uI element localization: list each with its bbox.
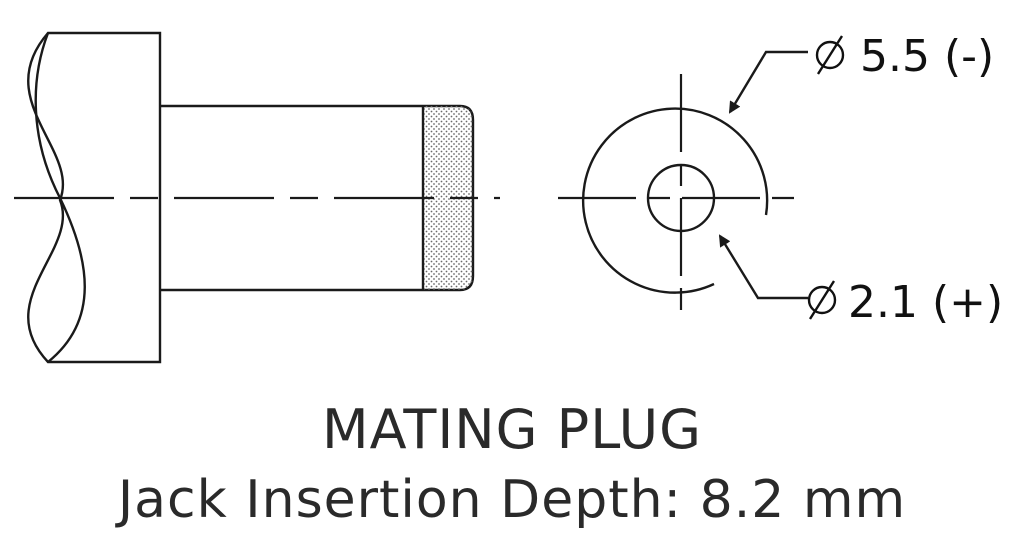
diameter-icon <box>815 35 845 75</box>
diagram-title: MATING PLUG <box>322 398 702 461</box>
outer-diameter-circle <box>582 107 769 294</box>
plug-end-view <box>558 74 800 312</box>
plug-tip-hatch <box>423 106 473 290</box>
outer-diameter-label: 5.5 (-) <box>860 31 994 82</box>
outer-leader-line <box>728 50 808 114</box>
inner-leader-line <box>718 234 808 300</box>
plug-grip-body <box>27 31 162 364</box>
inner-diameter-label: 2.1 (+) <box>848 277 1003 328</box>
inner-diameter-dimension: 2.1 (+) <box>718 234 1003 328</box>
diameter-icon <box>807 280 837 320</box>
insertion-depth-label: Jack Insertion Depth: 8.2 mm <box>117 470 907 530</box>
plug-side-view <box>14 31 500 364</box>
outer-diameter-dimension: 5.5 (-) <box>728 31 994 114</box>
